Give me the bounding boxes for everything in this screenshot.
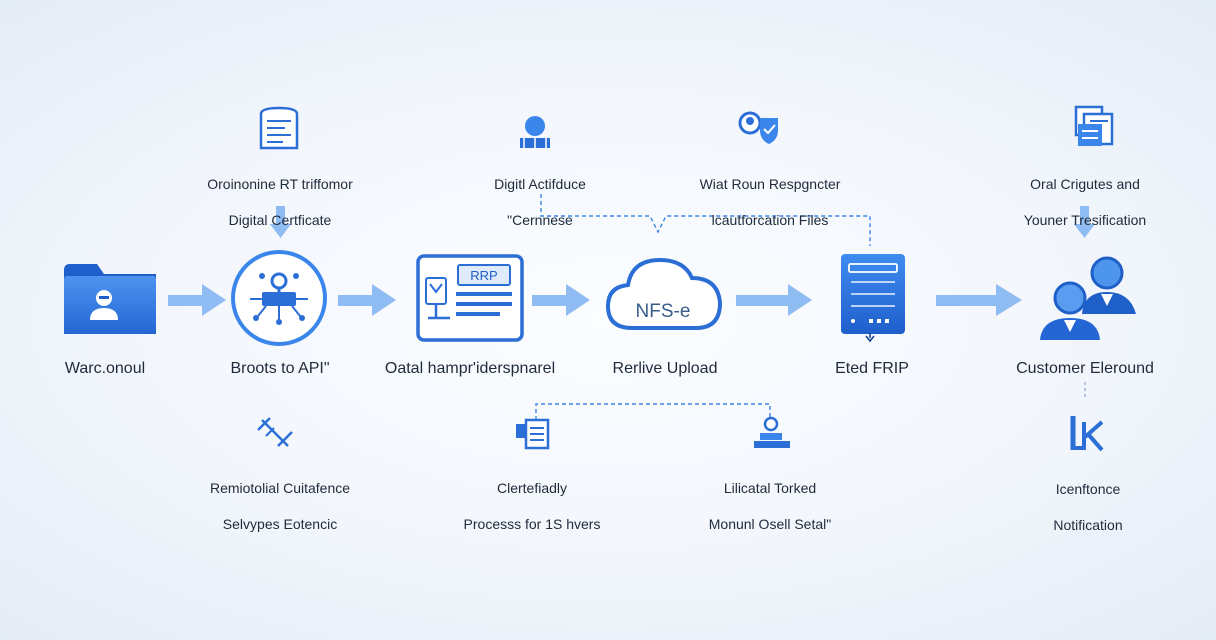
- form-badge-text: RRP: [470, 268, 497, 283]
- step-label-1: Warc.onoul: [64, 360, 146, 377]
- top-annotation-4: Oral Crigutes and Youner Tresification: [990, 157, 1180, 247]
- step-label-3: Oatal hampr'iderspnarel: [384, 360, 556, 377]
- lk-logo-icon: [1070, 416, 1104, 452]
- bottom-annotation-2-line2: Processs for 1S hvers: [463, 516, 601, 532]
- bottom-annotation-1-line1: Remiotolial Cuitafence: [209, 480, 351, 496]
- document-stamp-icon: [516, 418, 550, 450]
- bottom-annotation-4-line1: Icenftonce: [1055, 481, 1121, 497]
- bottom-annotation-1-line2: Selvypes Eotencic: [222, 516, 338, 532]
- top-annotation-1-line2: Digital Certficate: [228, 212, 332, 228]
- top-annotation-2-line1: Digitl Actifduce: [494, 176, 586, 192]
- bottom-annotation-1: Remiotolial Cuitafence Selvypes Eotencic: [180, 461, 380, 551]
- top-annotation-4-line2: Youner Tresification: [1023, 212, 1147, 228]
- user-network-icon: [520, 116, 550, 148]
- top-annotation-2: Digitl Actifduce "Cernnese: [450, 157, 630, 247]
- tools-icon: [257, 417, 293, 447]
- top-annotation-4-line1: Oral Crigutes and: [1030, 176, 1140, 192]
- form-dashboard-icon: [416, 254, 524, 342]
- top-annotation-3: Wiat Roun Respgncter lcautforcation File…: [660, 157, 880, 247]
- bottom-annotation-2: Clertefiadly Processs for 1S hvers: [440, 461, 624, 551]
- user-desk-icon: [754, 416, 790, 448]
- server-icon: [841, 254, 905, 343]
- user-shield-icon: [738, 111, 778, 144]
- step-label-4: Rerlive Upload: [612, 360, 718, 377]
- top-annotation-1: Oroinonine RT triffomor Digital Certfica…: [180, 157, 380, 247]
- files-stack-icon: [1074, 105, 1114, 146]
- flow-arrow-5: [936, 284, 1022, 316]
- cloud-icon: [605, 257, 723, 330]
- certificate-document-icon: [259, 106, 299, 150]
- bottom-annotation-3: Lilicatal Torked Monunl Osell Setal": [680, 461, 860, 551]
- step-label-2: Broots to API": [230, 360, 330, 377]
- bottom-annotation-4: Icenftonce Notification: [1010, 462, 1166, 552]
- top-annotation-3-line1: Wiat Roun Respgncter: [699, 176, 841, 192]
- bottom-annotation-4-line2: Notification: [1053, 517, 1123, 533]
- dashed-connector-top: [540, 194, 871, 246]
- top-annotation-2-line2: "Cernnese: [507, 212, 573, 228]
- folder-user-icon: [64, 264, 156, 334]
- bottom-annotation-2-line1: Clertefiadly: [496, 480, 568, 496]
- top-annotation-1-line1: Oroinonine RT triffomor: [207, 176, 353, 192]
- flow-arrow-4: [736, 284, 812, 316]
- top-annotation-3-line2: lcautforcation Files: [711, 212, 829, 228]
- bottom-annotation-3-line1: Lilicatal Torked: [723, 480, 817, 496]
- flow-arrow-2: [338, 284, 396, 316]
- api-network-icon: [231, 250, 327, 346]
- cloud-badge-text: NFS-e: [636, 301, 691, 322]
- dashed-connector-bottom: [535, 403, 771, 420]
- down-arrow-2: [1074, 206, 1095, 238]
- step-label-5: Eted FRIP: [835, 360, 909, 377]
- step-label-6: Customer Eleround: [1016, 360, 1154, 377]
- down-arrow-1: [270, 206, 291, 238]
- flow-arrow-3: [532, 284, 590, 316]
- flow-arrow-1: [168, 284, 226, 316]
- customers-icon: [1040, 256, 1136, 340]
- bottom-annotation-3-line2: Monunl Osell Setal": [708, 516, 832, 532]
